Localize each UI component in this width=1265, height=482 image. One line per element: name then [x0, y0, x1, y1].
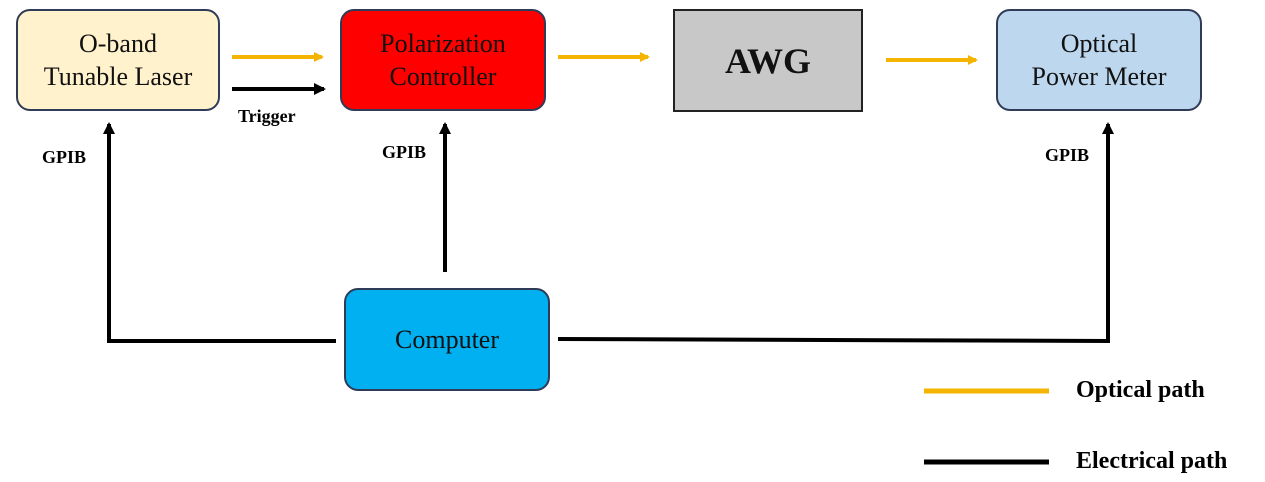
awg-label: AWG	[724, 40, 811, 81]
trigger-label: Trigger	[238, 106, 296, 126]
legend-electrical-label: Electrical path	[1076, 448, 1228, 474]
optical-power-meter-block: Optical Power Meter	[996, 9, 1202, 111]
gpib-label-laser: GPIB	[42, 147, 87, 167]
computer-block: Computer	[344, 288, 550, 391]
gpib-label-polarization: GPIB	[382, 142, 427, 162]
laser-label-line1: O-band	[79, 29, 157, 58]
computer-label: Computer	[395, 324, 499, 354]
awg-block: AWG	[673, 9, 863, 112]
laser-block: O-band Tunable Laser	[16, 9, 220, 111]
laser-label-line2: Tunable Laser	[43, 62, 193, 91]
gpib-label-meter: GPIB	[1045, 145, 1090, 165]
legend-optical-label: Optical path	[1076, 377, 1205, 403]
polarization-label-line2: Controller	[389, 62, 497, 91]
gpib-line-computer-to-meter	[557, 122, 1114, 344]
polarization-label-line1: Polarization	[380, 29, 506, 58]
gpib-line-computer-to-laser	[103, 122, 336, 343]
polarization-controller-block: Polarization Controller	[340, 9, 546, 111]
meter-label-line1: Optical	[1060, 29, 1138, 58]
meter-label-line2: Power Meter	[1031, 62, 1167, 91]
